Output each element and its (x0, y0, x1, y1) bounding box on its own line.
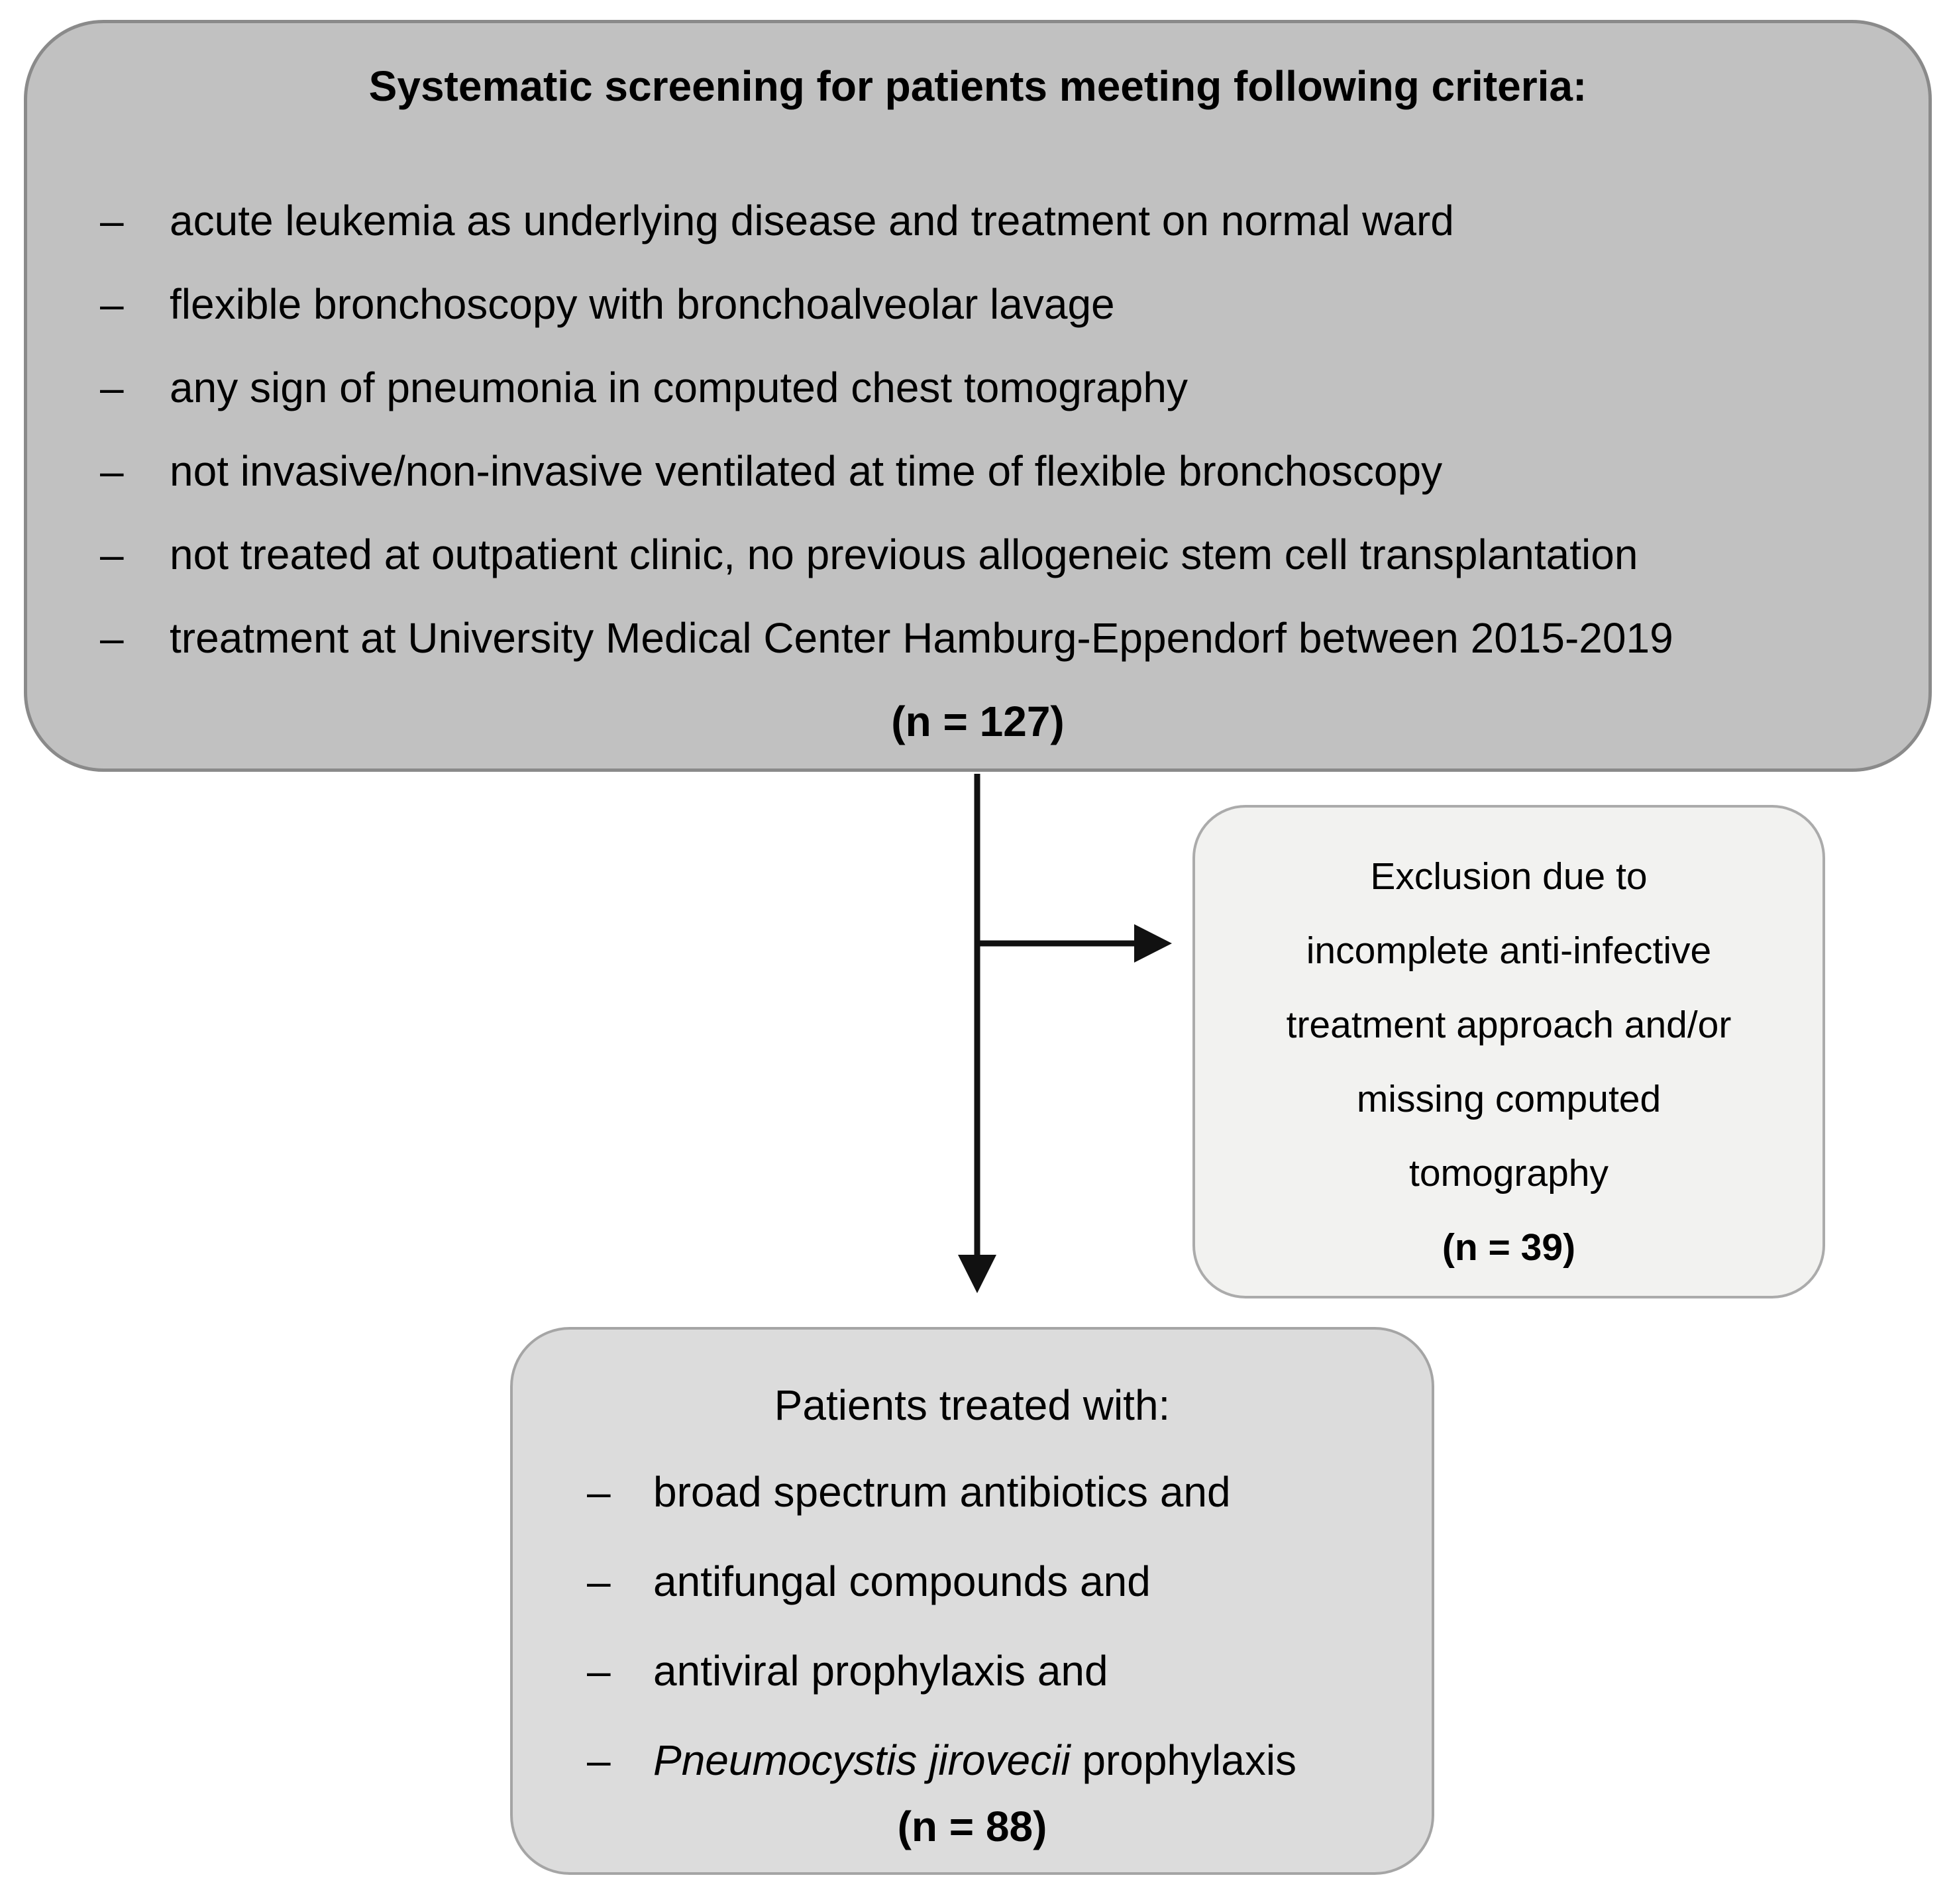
bullet-dash: – (100, 197, 124, 244)
treatment-title: Patients treated with: (774, 1381, 1171, 1429)
criteria-list: – acute leukemia as underlying disease a… (27, 179, 1928, 680)
screening-box: Systematic screening for patients meetin… (24, 20, 1932, 772)
criteria-item-text: any sign of pneumonia in computed chest … (170, 364, 1188, 411)
treatment-item-row: – antifungal compounds and (513, 1537, 1432, 1626)
treatment-item-row: – Pneumocystis jirovecii prophylaxis (513, 1716, 1432, 1805)
bullet-dash: – (587, 1558, 611, 1605)
bullet-dash: – (587, 1647, 611, 1695)
treatment-item-text: Pneumocystis jirovecii prophylaxis (653, 1716, 1296, 1805)
exclusion-box: Exclusion due to incomplete anti-infecti… (1192, 805, 1825, 1298)
bullet-dash: – (100, 364, 124, 411)
criteria-item-text: flexible bronchoscopy with bronchoalveol… (170, 280, 1115, 328)
criteria-item-text: not treated at outpatient clinic, no pre… (170, 531, 1638, 578)
arrow-branch-head-icon (1134, 924, 1172, 963)
arrow-down-head-icon (958, 1255, 996, 1293)
bullet-dash: – (100, 447, 124, 495)
exclusion-count: (n = 39) (1442, 1226, 1576, 1269)
bullet-dash: – (587, 1468, 611, 1516)
criteria-item-row: – acute leukemia as underlying disease a… (27, 179, 1928, 262)
treatment-item-row: – broad spectrum antibiotics and (513, 1448, 1432, 1537)
treatment-item-text: antifungal compounds and (653, 1558, 1151, 1605)
exclusion-text-line: incomplete anti-infective (1306, 929, 1712, 972)
exclusion-text-line: Exclusion due to (1370, 855, 1648, 898)
criteria-item-row: – not treated at outpatient clinic, no p… (27, 513, 1928, 596)
criteria-item-row: – flexible bronchoscopy with bronchoalve… (27, 262, 1928, 346)
bullet-dash: – (587, 1736, 611, 1784)
treatment-item-text: antiviral prophylaxis and (653, 1647, 1108, 1695)
exclusion-text-line: treatment approach and/or (1286, 1004, 1732, 1046)
species-name: Pneumocystis jirovecii (653, 1736, 1071, 1784)
bullet-dash: – (100, 280, 124, 328)
treatment-items-list: – broad spectrum antibiotics and – antif… (513, 1448, 1432, 1805)
criteria-item-row: – not invasive/non-invasive ventilated a… (27, 429, 1928, 513)
screening-count: (n = 127) (891, 698, 1065, 745)
screening-title: Systematic screening for patients meetin… (368, 62, 1587, 110)
criteria-item-text: treatment at University Medical Center H… (170, 614, 1673, 662)
bullet-dash: – (100, 614, 124, 662)
treatment-count: (n = 88) (897, 1803, 1047, 1850)
treatment-item-suffix: prophylaxis (1070, 1736, 1297, 1784)
treatment-box: Patients treated with: – broad spectrum … (510, 1327, 1434, 1875)
exclusion-text-line: tomography (1408, 1152, 1609, 1194)
exclusion-text-line: missing computed (1356, 1078, 1662, 1120)
criteria-item-text: not invasive/non-invasive ventilated at … (170, 447, 1443, 495)
criteria-item-text: acute leukemia as underlying disease and… (170, 197, 1454, 244)
bullet-dash: – (100, 531, 124, 578)
treatment-item-text: broad spectrum antibiotics and (653, 1468, 1231, 1516)
treatment-item-row: – antiviral prophylaxis and (513, 1626, 1432, 1716)
criteria-item-row: – treatment at University Medical Center… (27, 596, 1928, 680)
criteria-item-row: – any sign of pneumonia in computed ches… (27, 346, 1928, 429)
